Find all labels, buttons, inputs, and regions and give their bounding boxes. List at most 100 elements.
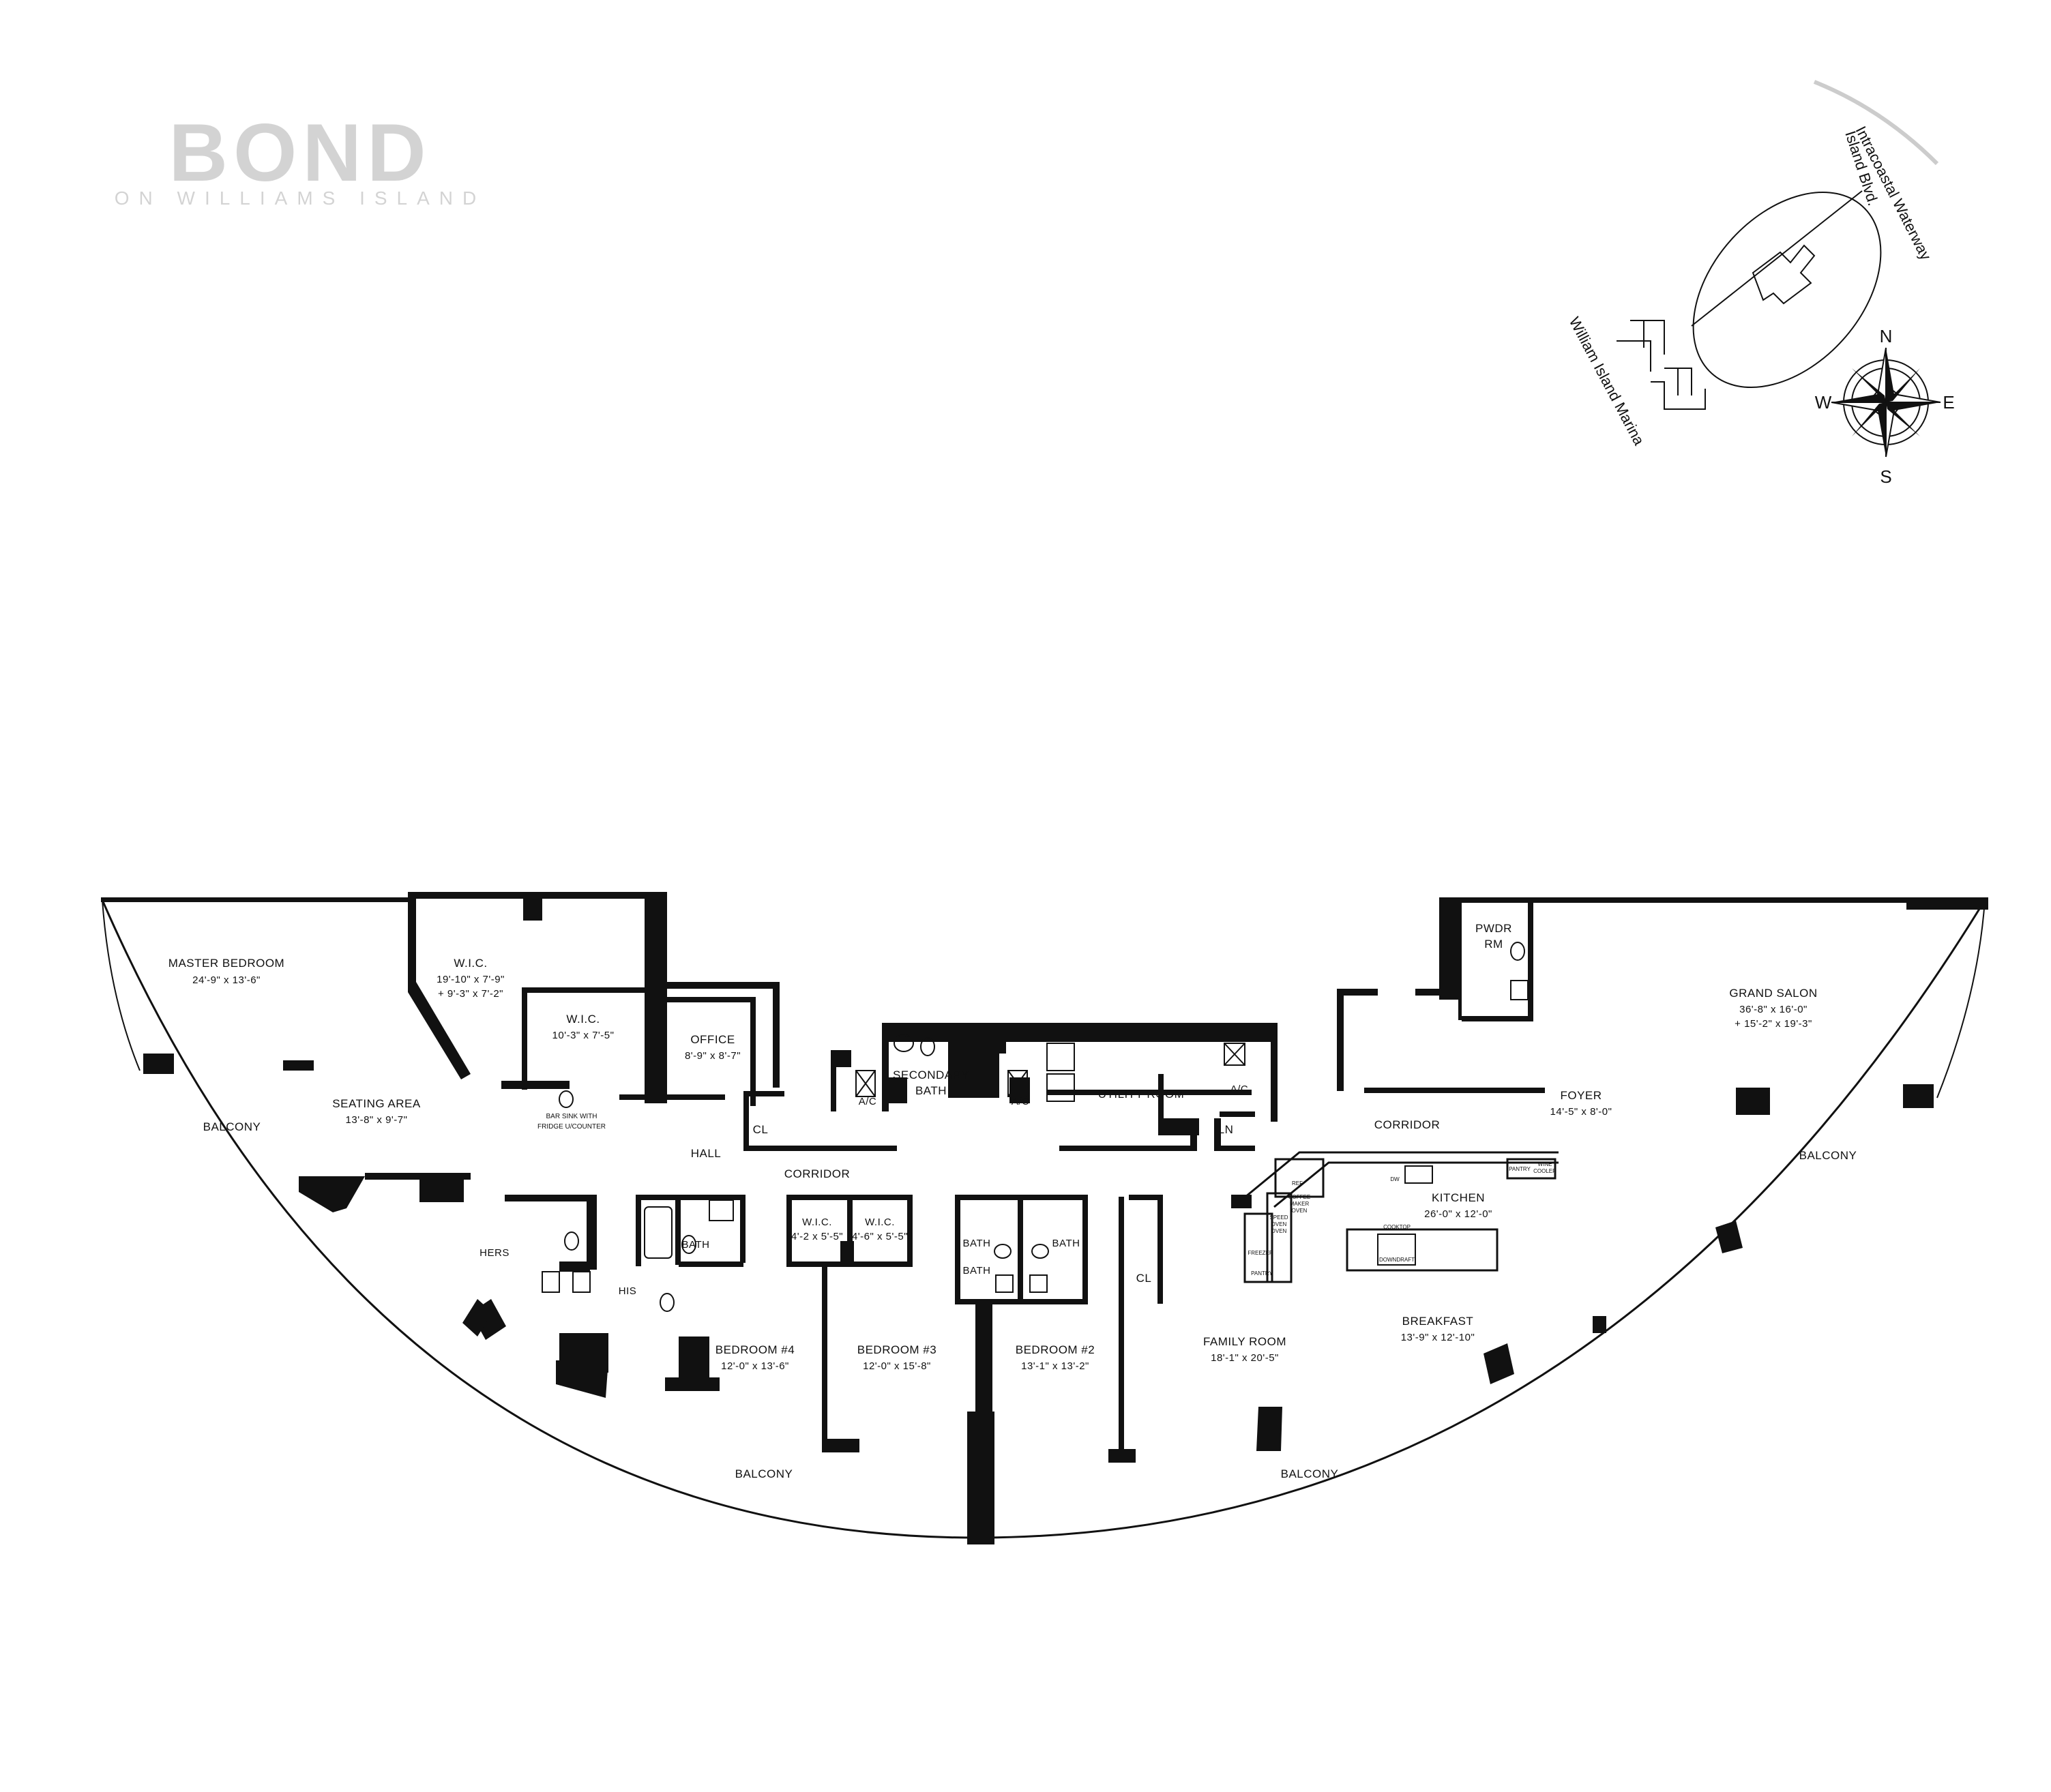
waterway-shore (1813, 80, 1939, 166)
ref-label: REF (1292, 1180, 1303, 1186)
toilet-icon (559, 1090, 574, 1108)
room-name-bedroom-3: BEDROOM #3 (857, 1343, 936, 1356)
room-dims-breakfast: 13'-9" x 12'-10" (1401, 1332, 1475, 1343)
room-dims-foyer: 14'-5" x 8'-0" (1550, 1106, 1612, 1118)
room-name-kitchen: KITCHEN (1432, 1191, 1485, 1204)
room-name-wic-3: W.I.C. (802, 1216, 832, 1228)
building-footprint-icon (1752, 244, 1816, 305)
logo: BOND ON WILLIAMS ISLAND (115, 107, 486, 209)
room-name-wic-4: W.I.C. (865, 1216, 895, 1228)
room-name-wic-2: W.I.C. (566, 1013, 600, 1026)
room-name-bedroom-2: BEDROOM #2 (1016, 1343, 1095, 1356)
balcony-side-edges (102, 899, 1986, 1099)
toilet-icon-6 (660, 1293, 675, 1312)
dishwasher-label: DW (1390, 1176, 1400, 1182)
room-name-bedroom-4: BEDROOM #4 (715, 1343, 795, 1356)
room-name-grand-salon: GRAND SALON (1729, 987, 1817, 1000)
compass-rose-icon: N S E W (1815, 326, 1955, 487)
compass-west: W (1815, 392, 1832, 413)
sink-icon-3 (709, 1199, 734, 1221)
room-dims-wic-3: 4'-2 x 5'-5" (791, 1231, 843, 1242)
room-name-office: OFFICE (690, 1033, 735, 1046)
cooktop-icon (1377, 1234, 1416, 1266)
hers-label: HERS (479, 1247, 510, 1259)
compass-east: E (1943, 392, 1954, 413)
balcony-label-south-2: BALCONY (1281, 1467, 1339, 1480)
fixtures (542, 942, 1529, 1312)
coffee-label-3: OVEN (1292, 1208, 1308, 1214)
ac-label-1: A/C (859, 1096, 877, 1107)
room-dims2-grand-salon: + 15'-2" x 19'-3" (1735, 1018, 1812, 1030)
room-dims-bedroom-3: 12'-0" x 15'-8" (863, 1360, 931, 1372)
his-label: HIS (619, 1285, 637, 1297)
island-road (1691, 190, 1863, 327)
pantry-label-2: PANTRY (1509, 1166, 1531, 1172)
room-labels: MASTER BEDROOM 24'-9" x 13'-6" W.I.C. 19… (168, 922, 1817, 1372)
room-name-master-bedroom: MASTER BEDROOM (168, 957, 284, 970)
kitchen-sink-icon (1404, 1165, 1433, 1184)
sink-icon (894, 1034, 914, 1052)
bath-label-3: BATH (963, 1265, 991, 1276)
logo-brand-text: BOND (168, 107, 431, 198)
room-dims-wic-4: 4'-6" x 5'-5" (852, 1231, 908, 1242)
room-name-secondary-bath: SECONDARY (893, 1069, 969, 1081)
room-dims-kitchen: 26'-0" x 12'-0" (1424, 1208, 1492, 1220)
speed-oven-label-3: OVEN (1271, 1228, 1287, 1234)
room-name-breakfast: BREAKFAST (1402, 1315, 1474, 1328)
room-name-wic-master: W.I.C. (454, 957, 487, 970)
island-outline (1692, 191, 1882, 389)
balcony-label-east: BALCONY (1799, 1149, 1857, 1162)
room-dims-master-bedroom: 24'-9" x 13'-6" (192, 974, 261, 986)
ac-unit-icon-3 (1224, 1043, 1245, 1066)
freezer-label: FREEZER (1248, 1250, 1273, 1256)
room-dims-wic-2: 10'-3" x 7'-5" (552, 1030, 615, 1041)
room-dims-powder-room: RM (1484, 938, 1503, 951)
ac-unit-icon-2 (1007, 1070, 1028, 1097)
misc-labels: BALCONY BALCONY BALCONY BALCONY CORRIDOR… (203, 1084, 1857, 1480)
corridor-label-2: CORRIDOR (1374, 1118, 1441, 1131)
marina-docks-icon (1617, 320, 1706, 410)
bar-sink-label-1: BAR SINK WITH (546, 1113, 597, 1120)
speed-oven-label-1: SPEED (1269, 1214, 1288, 1221)
hall-label: HALL (691, 1147, 722, 1160)
sink-icon-5 (572, 1271, 591, 1293)
speed-oven-label-2: OVEN (1271, 1221, 1287, 1227)
toilet-icon-7 (994, 1244, 1012, 1259)
ac-label-3: A/C (1230, 1084, 1249, 1095)
room-dims-wic-master: 19'-10" x 7'-9" (437, 974, 505, 985)
closet-label-1: CL (753, 1123, 769, 1136)
bath-label-2: BATH (1052, 1238, 1080, 1249)
marina-label: William Island Marina (1566, 314, 1649, 449)
bar-sink-label-2: FRIDGE U/COUNTER (537, 1123, 606, 1131)
sink-icon-4 (542, 1271, 560, 1293)
logo-location-text: ON WILLIAMS ISLAND (115, 188, 486, 209)
bath-label-bedroom-4: BATH (682, 1239, 710, 1251)
dryer-icon (1046, 1073, 1075, 1102)
ac-label-2: A/C (1012, 1096, 1030, 1107)
room-name-family-room: FAMILY ROOM (1203, 1335, 1286, 1348)
toilet-icon-2 (920, 1037, 935, 1056)
room-dims-family-room: 18'-1" x 20'-5" (1211, 1352, 1279, 1364)
room-name-powder-room: PWDR (1475, 922, 1512, 935)
sink-icon-7 (1029, 1274, 1048, 1293)
bathtub-icon (644, 1206, 673, 1259)
room-dims-secondary-bath: BATH (915, 1084, 947, 1097)
wine-cooler-label-1: WINE (1538, 1161, 1552, 1167)
ac-unit-icon (855, 1070, 876, 1097)
coffee-label-2: MAKER (1290, 1201, 1310, 1207)
pantry-label-1: PANTRY (1251, 1270, 1273, 1276)
toilet-icon-5 (564, 1231, 579, 1251)
corridor-label-1: CORRIDOR (784, 1167, 851, 1180)
room-dims-bedroom-4: 12'-0" x 13'-6" (721, 1360, 789, 1372)
plan-walls (101, 892, 1988, 1544)
room-dims-seating-area: 13'-8" x 9'-7" (346, 1114, 408, 1126)
room-name-utility-room: UTILITY ROOM (1098, 1088, 1185, 1101)
sink-icon-6 (995, 1274, 1014, 1293)
wine-cooler-label-2: COOLER (1533, 1168, 1556, 1174)
bath-label-1: BATH (963, 1238, 991, 1249)
coffee-label-1: COFFEE (1288, 1194, 1310, 1200)
compass-south: S (1880, 466, 1891, 487)
room-dims-office: 8'-9" x 8'-7" (685, 1050, 741, 1062)
toilet-icon-3 (1510, 942, 1525, 961)
balcony-outline (101, 899, 1986, 1539)
